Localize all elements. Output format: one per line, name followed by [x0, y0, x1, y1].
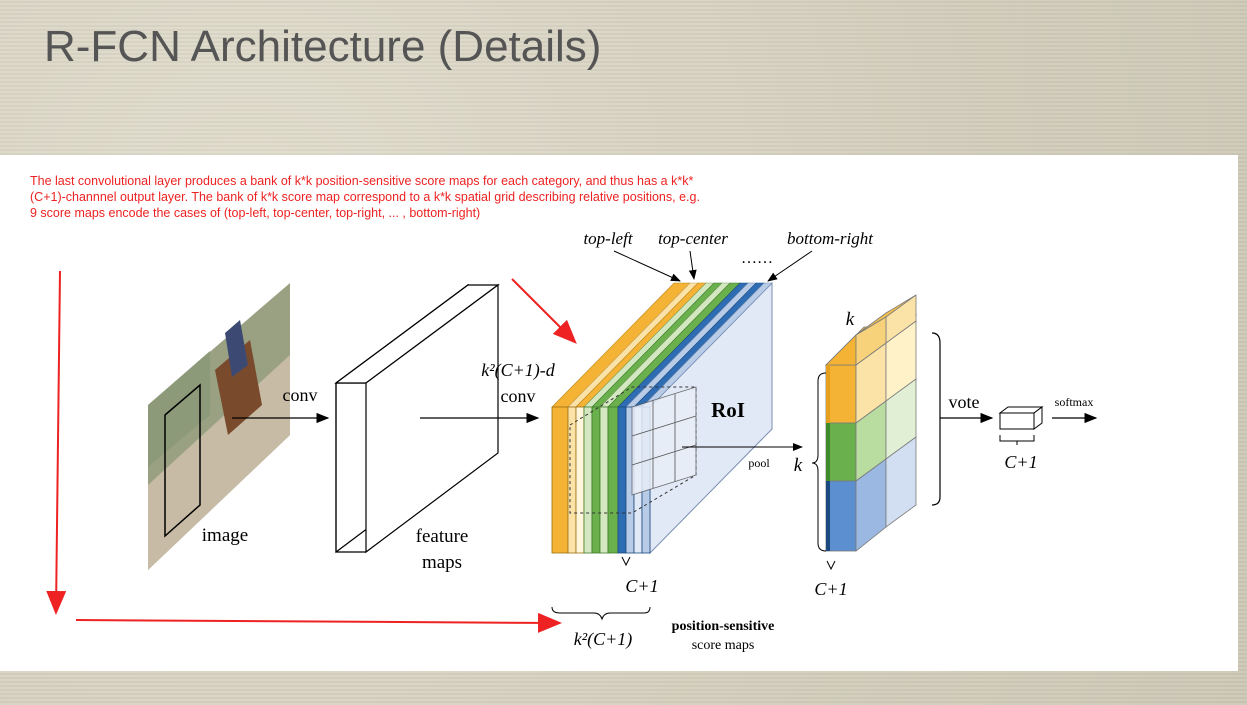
top-left-label: top-left: [583, 229, 633, 248]
feature-maps-label-1: feature: [416, 526, 469, 547]
ellipsis-label: ……: [741, 250, 773, 267]
c1-stack-label: C+1: [625, 576, 658, 596]
c1-output-label: C+1: [1004, 452, 1037, 472]
pooled-grid: [825, 294, 918, 552]
annotation-arrow-diagonal: [511, 278, 577, 344]
k-side-label: k: [794, 455, 803, 476]
rfcn-diagram: image conv feature maps k²(C+1)-d conv: [46, 229, 1098, 653]
bottom-right-label: bottom-right: [787, 229, 874, 248]
conv-label: conv: [283, 385, 318, 405]
diagram-panel: The last convolutional layer produces a …: [0, 155, 1238, 671]
annotation-arrow-right: [75, 612, 562, 633]
annotation-note: The last convolutional layer produces a …: [30, 174, 700, 220]
c1-grid-label: C+1: [814, 579, 847, 599]
score-map-stack: [551, 281, 773, 555]
ps-conv-label: conv: [501, 386, 536, 406]
k2c1-label: k²(C+1): [574, 629, 633, 650]
softmax-label: softmax: [1055, 395, 1094, 409]
roi-label: RoI: [711, 398, 745, 422]
top-center-label: top-center: [658, 229, 728, 248]
feature-maps-label-2: maps: [422, 552, 462, 573]
k-top-label: k: [846, 309, 855, 330]
annotation-arrow-down: [46, 270, 67, 615]
ps-conv-dim-label: k²(C+1)-d: [481, 360, 556, 381]
input-image: [148, 283, 290, 570]
ps-title-label: position-sensitive: [672, 619, 775, 634]
pool-label: pool: [748, 456, 770, 470]
output-vector: [998, 406, 1044, 430]
ps-subtitle-label: score maps: [692, 638, 755, 653]
image-label: image: [202, 525, 248, 546]
slide-title: R-FCN Architecture (Details): [44, 22, 602, 71]
vote-label: vote: [949, 392, 980, 412]
